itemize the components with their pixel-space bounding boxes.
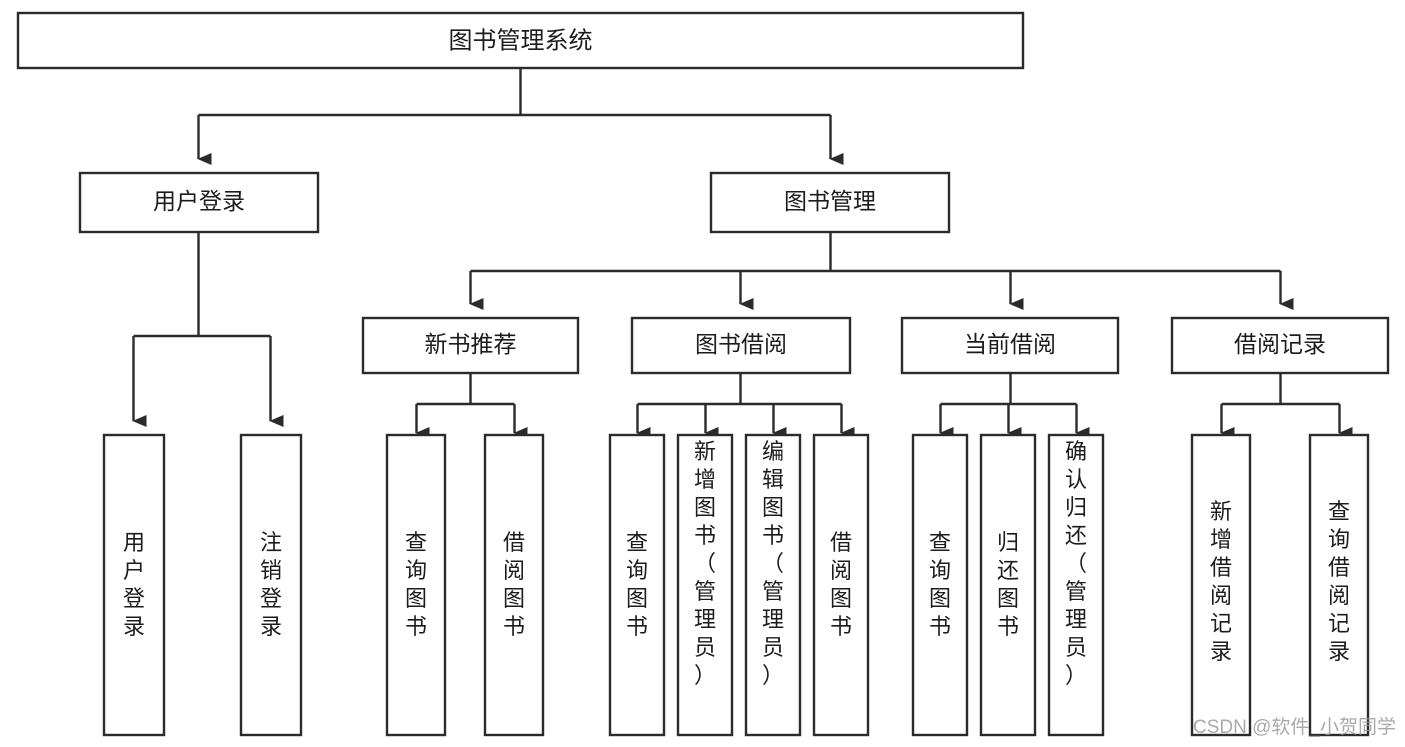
node-root[interactable]: 图书管理系统 (16, 11, 1025, 70)
leaf-edit-book-admin-label: 编辑图书（管理员） (762, 439, 784, 688)
leaf-confirm-return-admin[interactable]: 确认归还（管理员） (1047, 433, 1105, 737)
leaf-add-borrow-record[interactable]: 新增借阅记录 (1190, 433, 1252, 737)
leaf-query-book-3-box[interactable] (911, 433, 969, 737)
leaf-borrow-book-2-label: 借阅图书 (830, 530, 852, 639)
node-borrow-record-box[interactable] (1170, 316, 1390, 375)
leaf-borrow-book-2-box[interactable] (812, 433, 870, 737)
node-new-book-recommend-box[interactable] (361, 316, 580, 375)
node-book-manage[interactable]: 图书管理 (709, 171, 951, 234)
leaf-user-login-box[interactable] (102, 433, 166, 737)
leaf-query-book-1[interactable]: 查询图书 (385, 433, 447, 737)
leaf-query-book-2-box[interactable] (608, 433, 666, 737)
node-current-borrow-label: 当前借阅 (964, 331, 1056, 357)
leaf-borrow-book-1-label: 借阅图书 (503, 530, 525, 639)
leaf-add-book-admin-label: 新增图书（管理员） (694, 439, 716, 688)
leaf-borrow-book-1-box[interactable] (483, 433, 545, 737)
node-book-borrow[interactable]: 图书借阅 (630, 316, 852, 375)
leaf-edit-book-admin-box[interactable] (744, 433, 802, 737)
leaf-add-book-admin[interactable]: 新增图书（管理员） (676, 433, 734, 737)
leaf-user-login[interactable]: 用户登录 (102, 433, 166, 737)
leaf-borrow-book-2[interactable]: 借阅图书 (812, 433, 870, 737)
leaf-edit-book-admin[interactable]: 编辑图书（管理员） (744, 433, 802, 737)
node-user-login-box[interactable] (78, 171, 320, 234)
node-new-book-recommend[interactable]: 新书推荐 (361, 316, 580, 375)
leaf-query-book-1-label: 查询图书 (405, 530, 427, 639)
leaf-add-book-admin-box[interactable] (676, 433, 734, 737)
leaf-query-borrow-record-box[interactable] (1308, 433, 1370, 737)
leaf-query-book-3-label: 查询图书 (929, 530, 951, 639)
leaf-return-book-label: 归还图书 (997, 530, 1019, 639)
leaf-logout-box[interactable] (239, 433, 303, 737)
leaf-return-book[interactable]: 归还图书 (979, 433, 1037, 737)
leaf-borrow-book-1[interactable]: 借阅图书 (483, 433, 545, 737)
node-book-manage-box[interactable] (709, 171, 951, 234)
node-root-label: 图书管理系统 (449, 27, 593, 54)
leaf-user-login-label: 用户登录 (123, 530, 145, 639)
leaf-query-book-2[interactable]: 查询图书 (608, 433, 666, 737)
connector-layer (132, 68, 1353, 439)
csdn-watermark: CSDN @软件_小贺同学 (1193, 716, 1396, 738)
node-new-book-recommend-label: 新书推荐 (425, 331, 517, 357)
leaf-query-book-2-label: 查询图书 (626, 530, 648, 639)
leaf-logout-label: 注销登录 (260, 530, 282, 639)
node-root-box[interactable] (16, 11, 1025, 70)
leaf-add-borrow-record-label: 新增借阅记录 (1210, 499, 1232, 664)
leaf-confirm-return-admin-label: 确认归还（管理员） (1065, 439, 1087, 688)
leaf-query-book-1-box[interactable] (385, 433, 447, 737)
leaf-add-borrow-record-box[interactable] (1190, 433, 1252, 737)
leaf-query-borrow-record[interactable]: 查询借阅记录 (1308, 433, 1370, 737)
leaf-return-book-box[interactable] (979, 433, 1037, 737)
node-current-borrow[interactable]: 当前借阅 (900, 316, 1120, 375)
leaf-confirm-return-admin-box[interactable] (1047, 433, 1105, 737)
node-user-login[interactable]: 用户登录 (78, 171, 320, 234)
node-current-borrow-box[interactable] (900, 316, 1120, 375)
node-borrow-record[interactable]: 借阅记录 (1170, 316, 1390, 375)
node-user-login-label: 用户登录 (153, 188, 245, 214)
leaf-query-borrow-record-label: 查询借阅记录 (1328, 499, 1350, 664)
node-book-manage-label: 图书管理 (784, 188, 876, 214)
node-book-borrow-label: 图书借阅 (695, 331, 787, 357)
node-book-borrow-box[interactable] (630, 316, 852, 375)
node-borrow-record-label: 借阅记录 (1234, 331, 1326, 357)
leaf-query-book-3[interactable]: 查询图书 (911, 433, 969, 737)
leaf-node-layer: 用户登录 注销登录 查询图书 借阅图书 查询图书 新增图书（管理员） (102, 433, 1370, 737)
leaf-logout[interactable]: 注销登录 (239, 433, 303, 737)
